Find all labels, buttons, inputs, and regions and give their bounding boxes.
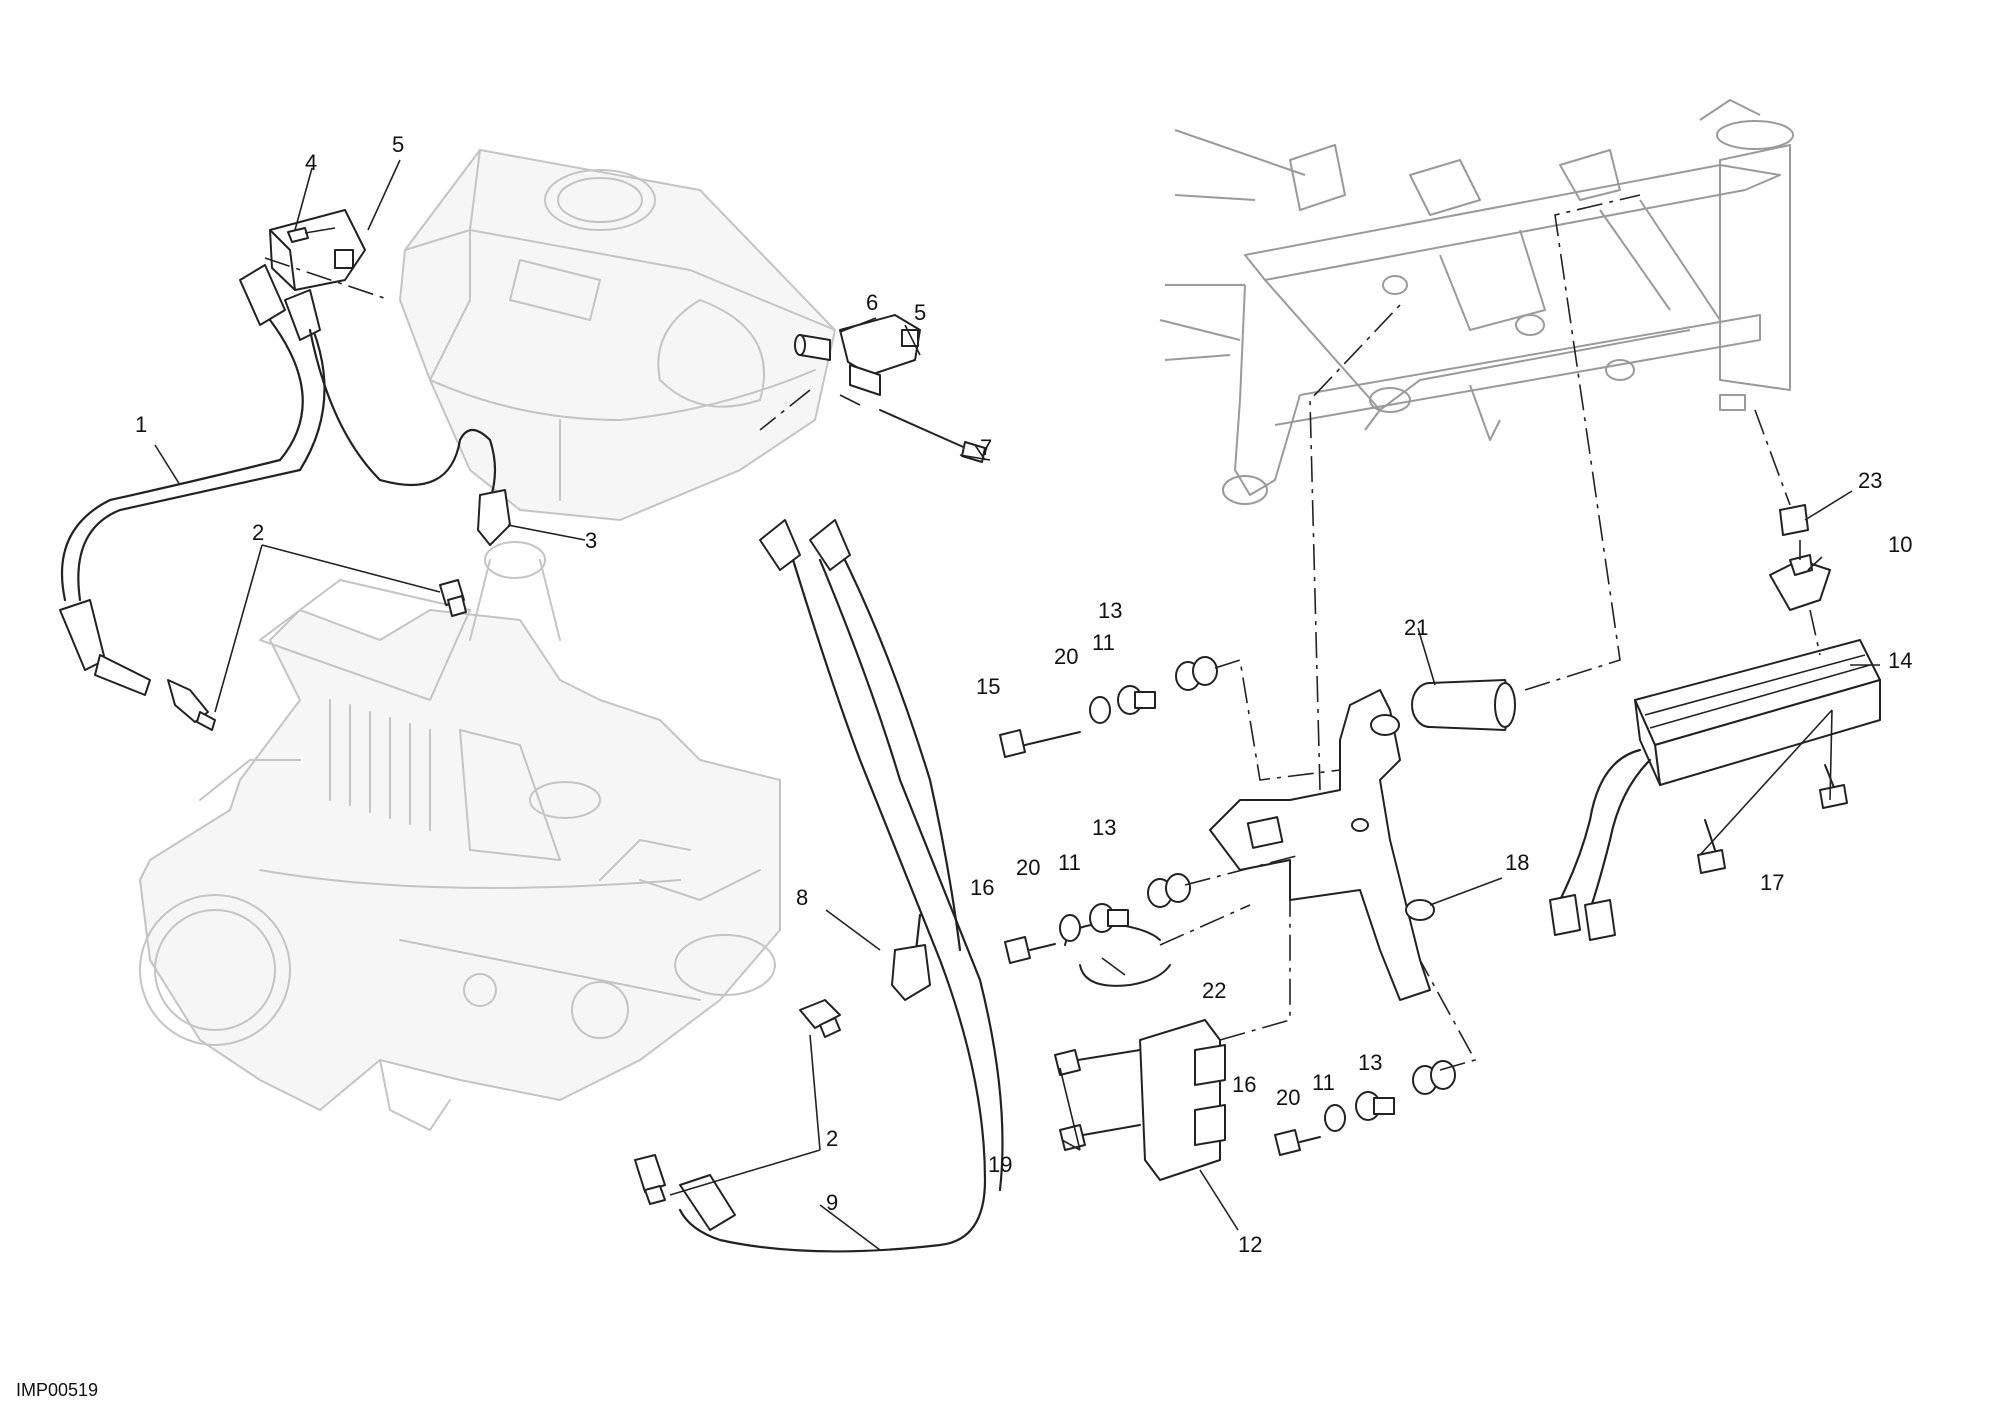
callout-10: 10 bbox=[1888, 532, 1912, 557]
clip-22 bbox=[1064, 923, 1171, 987]
callout-16-bottom: 16 bbox=[1232, 1072, 1256, 1097]
spark-plug-lower bbox=[634, 1154, 666, 1205]
callout-2-lower: 2 bbox=[826, 1126, 838, 1151]
callout-17: 17 bbox=[1760, 870, 1784, 895]
fuel-tank-outline bbox=[398, 148, 837, 522]
callout-5-right: 5 bbox=[914, 300, 926, 325]
screw-7 bbox=[879, 409, 986, 463]
callout-2-upper: 2 bbox=[252, 520, 264, 545]
callout-7: 7 bbox=[980, 435, 992, 460]
ignition-coil-right bbox=[839, 314, 921, 396]
spark-plug-cap-8 bbox=[891, 913, 931, 1001]
callout-3: 3 bbox=[585, 528, 597, 553]
grommet-23 bbox=[1779, 504, 1809, 536]
callout-4: 4 bbox=[305, 150, 317, 175]
screws-17 bbox=[1697, 764, 1848, 874]
callout-21: 21 bbox=[1404, 615, 1428, 640]
frame-outline bbox=[1159, 99, 1794, 505]
callout-6: 6 bbox=[866, 290, 878, 315]
callout-1: 1 bbox=[135, 412, 147, 437]
diagram-reference-code: IMP00519 bbox=[16, 1380, 98, 1400]
bracket-18 bbox=[1209, 689, 1435, 1001]
callout-13-middle: 13 bbox=[1092, 815, 1116, 840]
control-unit-12 bbox=[1139, 1019, 1226, 1181]
callout-11-top: 11 bbox=[1092, 630, 1115, 655]
callout-20-top: 20 bbox=[1054, 644, 1078, 669]
fastener-row-bottom bbox=[1274, 1060, 1456, 1156]
callout-16-middle: 16 bbox=[970, 875, 994, 900]
callout-8: 8 bbox=[796, 885, 808, 910]
ignition-cable-9 bbox=[678, 519, 1004, 1253]
callout-22: 22 bbox=[1202, 978, 1226, 1003]
ignition-cable-3 bbox=[308, 328, 511, 546]
ignition-coil-left bbox=[269, 209, 366, 291]
callout-11-middle: 11 bbox=[1058, 850, 1081, 875]
engine-outline bbox=[138, 541, 781, 1131]
voltage-regulator-14 bbox=[1549, 639, 1881, 941]
callout-20-bottom: 20 bbox=[1276, 1085, 1300, 1110]
callout-13-top: 13 bbox=[1098, 598, 1122, 623]
cover-10 bbox=[1769, 554, 1831, 611]
callout-15: 15 bbox=[976, 674, 1000, 699]
fastener-row-top bbox=[999, 656, 1218, 758]
callout-12: 12 bbox=[1238, 1232, 1262, 1257]
spark-plug-right bbox=[799, 999, 841, 1038]
spark-plug-upper-left bbox=[439, 579, 467, 617]
screw-4 bbox=[287, 227, 336, 243]
callout-23: 23 bbox=[1858, 468, 1882, 493]
callout-18: 18 bbox=[1505, 850, 1529, 875]
callout-14: 14 bbox=[1888, 648, 1912, 673]
fastener-row-middle bbox=[1004, 873, 1191, 964]
callout-labels: 1 2 2 3 4 5 5 6 7 8 9 10 11 11 11 12 13 … bbox=[16, 132, 1912, 1400]
assembly-lines bbox=[264, 194, 1821, 1071]
callout-9: 9 bbox=[826, 1190, 838, 1215]
callout-leaders bbox=[154, 159, 1880, 1251]
spark-plug-left bbox=[167, 679, 216, 731]
callout-13-bottom: 13 bbox=[1358, 1050, 1382, 1075]
callout-20-middle: 20 bbox=[1016, 855, 1040, 880]
spacer-6 bbox=[794, 334, 831, 361]
callout-19: 19 bbox=[988, 1152, 1012, 1177]
rubber-damper-21 bbox=[1411, 679, 1516, 731]
callout-11-bottom: 11 bbox=[1312, 1070, 1335, 1095]
callout-5-left: 5 bbox=[392, 132, 404, 157]
